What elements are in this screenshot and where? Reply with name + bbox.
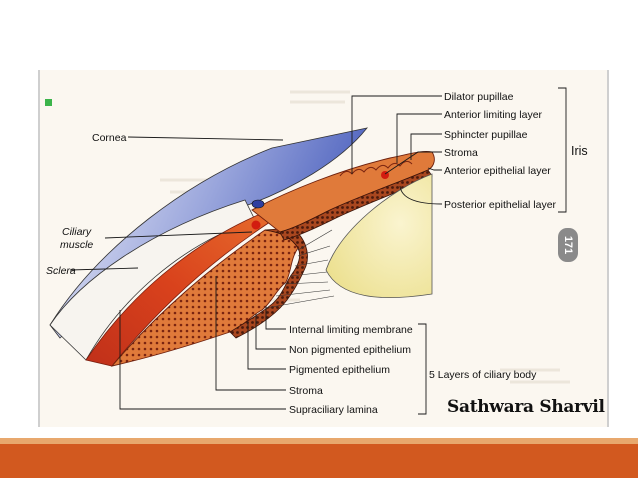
label-stroma-iris: Stroma — [444, 147, 478, 159]
label-sphincter-pupillae: Sphincter pupillae — [444, 129, 528, 141]
leader-stroma-iris — [384, 151, 442, 175]
eye-anatomy-figure: Cornea Ciliary muscle Sclera Dilator pup… — [38, 70, 609, 427]
ciliary-body-shape — [110, 229, 299, 367]
leader-internal-limiting — [265, 306, 286, 330]
label-sclera: Sclera — [46, 265, 76, 277]
leader-anterior-epithelial — [427, 167, 442, 171]
zonular-fibres — [265, 229, 335, 309]
label-iris: Iris — [571, 144, 588, 158]
leader-posterior-epithelial — [399, 185, 443, 205]
leader-supraciliary — [119, 310, 286, 410]
leader-dilator-pupillae — [351, 95, 442, 174]
label-dilator-pupillae: Dilator pupillae — [444, 91, 514, 103]
label-ciliary-muscle-1: Ciliary — [62, 226, 92, 238]
footer-accent-stripe — [0, 438, 638, 444]
label-supraciliary-lamina: Supraciliary lamina — [289, 404, 378, 416]
ciliary-layers-bracket — [418, 323, 427, 415]
label-anterior-limiting-layer: Anterior limiting layer — [444, 109, 543, 121]
bullet-marker — [45, 99, 52, 106]
leader-stroma-ciliary — [215, 276, 286, 391]
leader-cornea — [127, 136, 284, 141]
page-marker-number: 171 — [562, 236, 574, 254]
leader-sclera — [69, 267, 139, 271]
label-ciliary-body-layers: 5 Layers of ciliary body — [429, 369, 537, 381]
leader-non-pigmented — [255, 314, 286, 350]
ciliary-body-iris-diagram: Cornea Ciliary muscle Sclera Dilator pup… — [46, 87, 588, 416]
leader-anterior-limiting — [396, 113, 442, 163]
lens-shape — [325, 173, 433, 298]
iris-bracket — [558, 87, 567, 213]
label-stroma-ciliary: Stroma — [289, 385, 323, 397]
footer-bar — [0, 444, 638, 478]
label-pigmented-epithelium: Pigmented epithelium — [289, 364, 390, 376]
leader-pigmented — [247, 322, 286, 370]
page-marker: 171 — [558, 228, 578, 262]
ciliary-processes — [229, 227, 308, 339]
label-non-pigmented-epithelium: Non pigmented epithelium — [289, 344, 411, 356]
leader-ciliary-muscle — [104, 231, 253, 239]
leader-sphincter — [410, 133, 442, 160]
label-ciliary-muscle-2: muscle — [60, 239, 93, 251]
label-internal-limiting-membrane: Internal limiting membrane — [289, 324, 413, 336]
label-posterior-epithelial-layer: Posterior epithelial layer — [444, 199, 557, 211]
label-anterior-epithelial-layer: Anterior epithelial layer — [444, 165, 551, 177]
label-cornea: Cornea — [92, 132, 127, 144]
author-name: Sathwara Sharvil — [447, 397, 605, 417]
schlemm-canal — [251, 199, 265, 209]
ciliary-marker — [251, 220, 261, 230]
